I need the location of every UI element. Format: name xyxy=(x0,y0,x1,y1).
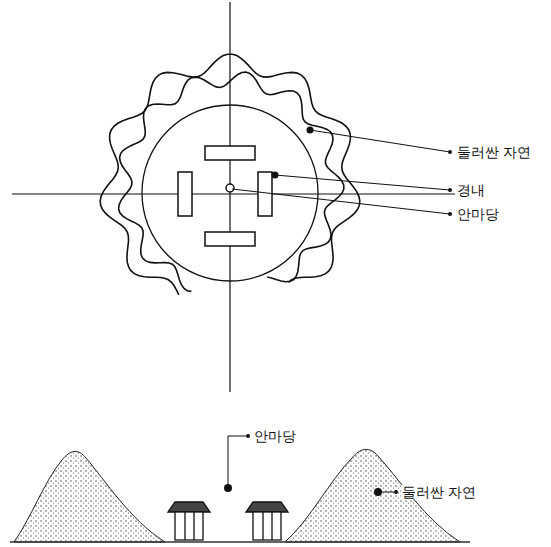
nature-label: 둘러싼 자연 xyxy=(456,145,532,159)
precinct-circle xyxy=(142,105,318,281)
leader-dot xyxy=(224,434,398,496)
nature-label: 둘러싼 자연 xyxy=(401,485,477,499)
leader-line xyxy=(228,436,394,492)
courtyard-mark xyxy=(226,184,234,192)
nature-wave xyxy=(100,54,360,295)
leader-line xyxy=(232,130,450,214)
surrounding-nature xyxy=(100,54,360,295)
courtyard-label: 안마당 xyxy=(253,429,297,443)
building-plan xyxy=(178,146,272,246)
nature-wave xyxy=(119,72,344,291)
mountain xyxy=(14,451,165,542)
precinct-label: 경내 xyxy=(456,183,486,197)
house xyxy=(168,502,288,540)
leader-dot xyxy=(272,127,453,217)
axis-line xyxy=(12,193,455,194)
ground-line xyxy=(10,541,470,543)
axis-line xyxy=(229,2,230,392)
courtyard-label: 안마당 xyxy=(456,207,500,221)
